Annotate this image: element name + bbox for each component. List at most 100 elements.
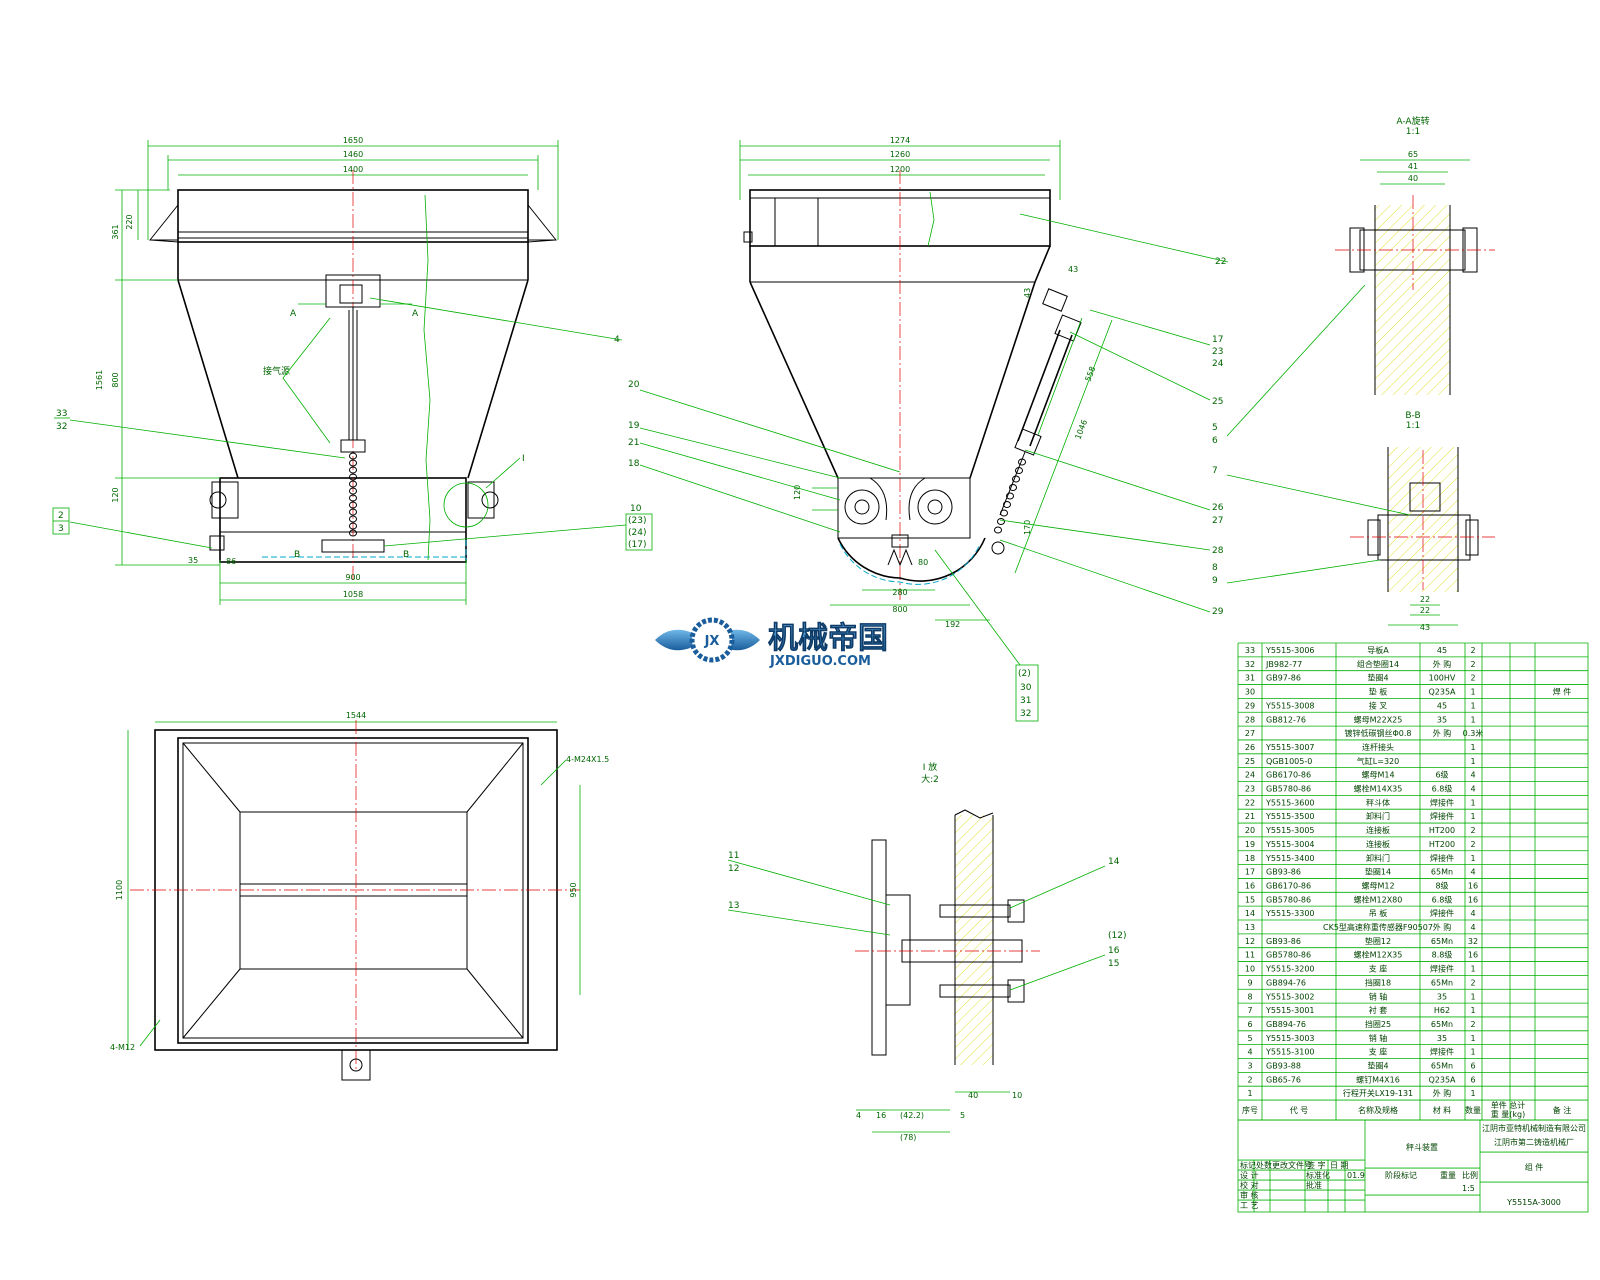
bom-qty: 4 xyxy=(1470,771,1475,780)
bom-code: Y5515-3600 xyxy=(1265,798,1315,807)
aa-dim-65: 65 xyxy=(1408,150,1418,159)
bom-code: QGB1005-0 xyxy=(1266,757,1312,766)
bom-code: GB6170-86 xyxy=(1266,771,1311,780)
bom-material: 35 xyxy=(1437,1034,1447,1043)
chain-link xyxy=(349,452,357,460)
bom-qty: 1 xyxy=(1470,812,1475,821)
bom-qty: 1 xyxy=(1470,798,1475,807)
bom-header-code: 代 号 xyxy=(1290,1105,1309,1115)
spring-coil xyxy=(997,518,1005,525)
bom-material: 外 购 xyxy=(1433,922,1452,932)
bom-header-name: 名称及规格 xyxy=(1358,1105,1398,1115)
detail-i: I 放 大:2 4 16 (42.2) (78) 5 40 10 11 12 1… xyxy=(727,761,1126,1142)
top-view: 1544 1100 950 4-M24X1.5 4-M12 xyxy=(110,711,609,1081)
bom-material: 6级 xyxy=(1435,770,1448,780)
title-std: 标准化 xyxy=(1306,1170,1330,1180)
cut-b-right: B xyxy=(403,550,409,560)
bom-name: 组合垫圈14 xyxy=(1357,659,1399,669)
bom-name: 螺母M14 xyxy=(1361,770,1394,780)
title-sign-row: 校 对 xyxy=(1240,1180,1259,1190)
chain xyxy=(349,452,357,537)
bom-qty: 1 xyxy=(1470,1006,1475,1015)
bom-code: GB5780-86 xyxy=(1266,951,1311,960)
detail-dim-40: 40 xyxy=(968,1091,978,1100)
bom-material: 8级 xyxy=(1435,880,1448,890)
balloon-11: 11 xyxy=(728,851,739,861)
side-dim-170: 170 xyxy=(1023,520,1032,535)
title-company2: 江阴市第二铸造机械厂 xyxy=(1494,1137,1574,1147)
bom-code: GB93-86 xyxy=(1266,937,1301,946)
balloon-7: 7 xyxy=(1212,466,1218,476)
bom-no: 31 xyxy=(1245,674,1255,683)
bom-qty: 1 xyxy=(1470,688,1475,697)
side-dim-192: 192 xyxy=(945,620,960,629)
balloon-2p: (2) xyxy=(1018,669,1031,679)
bom-material: 外 购 xyxy=(1433,1088,1452,1098)
top-dim-1544: 1544 xyxy=(346,711,366,720)
bom-no: 29 xyxy=(1245,701,1255,710)
title-sign-row: 审 核 xyxy=(1240,1190,1259,1200)
chain-link xyxy=(349,515,357,523)
spring-coil xyxy=(1018,458,1026,466)
bom-material: HT200 xyxy=(1429,826,1455,835)
detail-dim-422: (42.2) xyxy=(900,1111,924,1120)
bom-code: Y5515-3500 xyxy=(1265,812,1315,821)
balloon-20: 20 xyxy=(628,380,640,390)
bom-no: 11 xyxy=(1245,951,1255,960)
bom-qty: 1 xyxy=(1470,1048,1475,1057)
bom-no: 26 xyxy=(1245,743,1255,752)
bom-qty: 1 xyxy=(1470,701,1475,710)
balloon-10: 10 xyxy=(630,504,642,514)
bom-name: 支 座 xyxy=(1369,964,1388,974)
balloon-21: 21 xyxy=(628,438,639,448)
bom-material: 6.8级 xyxy=(1432,894,1453,904)
bom-qty: 32 xyxy=(1468,937,1478,946)
note-air-source: 接气源 xyxy=(263,365,290,377)
bom-header-material: 材 料 xyxy=(1433,1105,1452,1115)
bom-material: 65Mn xyxy=(1431,868,1453,877)
chain-link xyxy=(349,466,357,474)
bom-header-qty: 数量 xyxy=(1465,1105,1481,1115)
bom-material: 焊接件 xyxy=(1430,797,1454,807)
spring-coil xyxy=(1012,475,1020,483)
bom-material: 65Mn xyxy=(1431,1020,1453,1029)
section-bb-scale: 1:1 xyxy=(1406,421,1420,431)
spring-coil xyxy=(1015,467,1023,474)
balloon-13: 13 xyxy=(728,901,739,911)
dim-1400: 1400 xyxy=(343,165,363,174)
bom-code: GB5780-86 xyxy=(1266,895,1311,904)
watermark-logo-text: JX xyxy=(704,634,720,649)
bom-qty: 0.3米 xyxy=(1463,728,1484,738)
bom-name: 螺栓M14X35 xyxy=(1354,784,1403,794)
bom-code: GB5780-86 xyxy=(1266,785,1311,794)
bom-qty: 4 xyxy=(1470,923,1475,932)
bom-no: 5 xyxy=(1247,1034,1252,1043)
side-dim-120: 120 xyxy=(793,485,802,500)
title-scale: 1:5 xyxy=(1462,1184,1475,1193)
title-rev-mark: 标记 xyxy=(1240,1160,1256,1170)
bom-material: H62 xyxy=(1434,1006,1450,1015)
dim-1650: 1650 xyxy=(343,136,363,145)
front-view: 1650 1460 1400 xyxy=(69,136,627,605)
balloon-2: 2 xyxy=(58,511,64,521)
bom-no: 28 xyxy=(1245,715,1255,724)
detail-dim-10: 10 xyxy=(1012,1091,1022,1100)
bom-qty: 16 xyxy=(1468,881,1478,890)
cut-b-left: B xyxy=(294,550,300,560)
bom-no: 27 xyxy=(1245,729,1255,738)
dim-800: 800 xyxy=(111,372,120,387)
balloon-12p: (12) xyxy=(1108,931,1126,941)
balloon-15: 15 xyxy=(1108,959,1119,969)
bom-no: 22 xyxy=(1245,798,1255,807)
balloon-6: 6 xyxy=(1212,436,1218,446)
